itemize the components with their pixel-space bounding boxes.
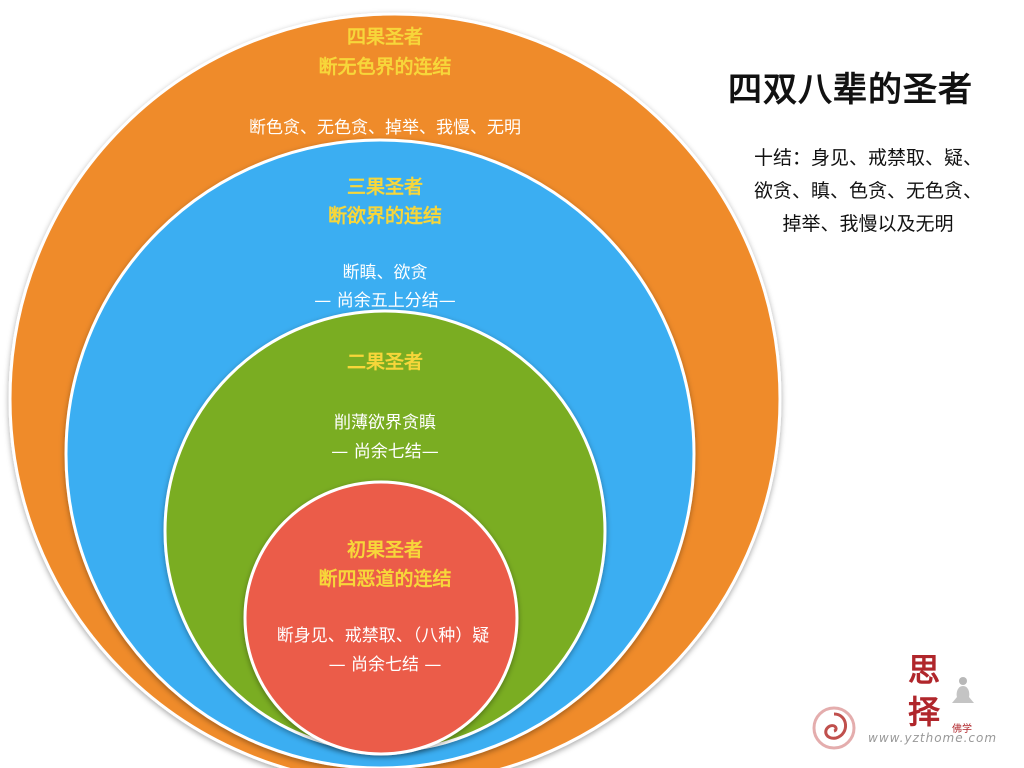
third-fruit-desc1: 断瞋、欲贪 [343, 263, 428, 283]
first-fruit-circle [243, 480, 519, 756]
third-fruit-stage: 三果圣者 [347, 176, 423, 198]
meditating-figure-icon [952, 677, 974, 703]
site-logo: 思 择 佛学 www.yzthome.com [808, 645, 1013, 750]
second-fruit-desc2: — 尚余七结— [331, 442, 438, 462]
fetters-line-3: 掉举、我慢以及无明 [782, 213, 954, 235]
logo-url: www.yzthome.com [868, 731, 998, 745]
ten-fetters-note: 十结：身见、戒禁取、疑、 欲贪、瞋、色贪、无色贪、 掉举、我慢以及无明 [718, 142, 1018, 241]
first-fruit-desc1: 断身见、戒禁取、（八种）疑 [277, 626, 490, 646]
fetters-line-1: 十结：身见、戒禁取、疑、 [753, 147, 982, 169]
fourth-fruit-stage: 四果圣者 [347, 26, 423, 48]
third-fruit-desc2: — 尚余五上分结— [314, 291, 455, 311]
fourth-fruit-desc: 断色贪、无色贪、掉举、我慢、无明 [249, 117, 521, 138]
page-title: 四双八辈的圣者 [728, 70, 973, 110]
fetters-line-2: 欲贪、瞋、色贪、无色贪、 [753, 180, 982, 202]
first-fruit-stage: 初果圣者 [347, 538, 423, 561]
logo-char-1: 思 [908, 651, 941, 689]
second-fruit-stage: 二果圣者 [347, 351, 423, 373]
first-fruit-subtitle: 断四恶道的连结 [318, 567, 451, 590]
first-fruit-desc2: — 尚余七结 — [329, 655, 442, 675]
logo-small-text: 佛学 [952, 724, 972, 735]
fourth-fruit-subtitle: 断无色界的连结 [318, 55, 451, 78]
third-fruit-subtitle: 断欲界的连结 [328, 204, 442, 227]
second-fruit-desc1: 削薄欲界贪瞋 [334, 413, 436, 433]
swirl-logo-icon [812, 706, 856, 750]
logo-char-2: 择 [908, 693, 941, 731]
